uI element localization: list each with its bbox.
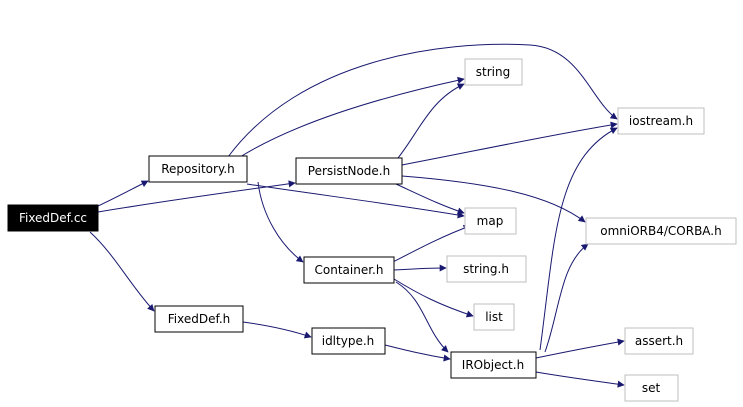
node-label: string.h <box>463 262 509 276</box>
node-label: Repository.h <box>161 162 235 176</box>
node-label: IRObject.h <box>462 358 524 372</box>
edge-container-h-to-list <box>393 278 474 318</box>
edge-fixeddef-h-to-idltype-h <box>242 321 312 339</box>
node-label: Container.h <box>315 263 384 277</box>
node-label: omniORB4/CORBA.h <box>600 224 721 238</box>
edge-repository-h-to-string <box>239 76 465 158</box>
edge-repository-h-to-container-h <box>257 181 304 263</box>
node-irobject-h[interactable]: IRObject.h <box>450 351 537 379</box>
node-omniorb4-corba-h[interactable]: omniORB4/CORBA.h <box>585 217 737 245</box>
node-label: iostream.h <box>629 114 693 128</box>
edge-persistnode-h-to-iostream-h <box>401 121 618 166</box>
node-list[interactable]: list <box>473 303 515 331</box>
node-label: FixedDef.cc <box>19 211 87 225</box>
node-set[interactable]: set <box>624 374 679 402</box>
edge-container-h-to-string-h <box>393 264 447 272</box>
node-map[interactable]: map <box>464 207 517 235</box>
node-label: PersistNode.h <box>308 164 390 178</box>
edge-irobject-h-to-iostream-h <box>539 127 618 351</box>
edge-container-h-to-irobject-h <box>395 281 449 353</box>
node-label: assert.h <box>635 334 683 348</box>
node-iostream-h[interactable]: iostream.h <box>617 107 705 135</box>
edge-idltype-h-to-irobject-h <box>384 344 451 362</box>
node-label: idltype.h <box>322 334 375 348</box>
edge-irobject-h-to-set <box>535 371 625 388</box>
node-assert-h[interactable]: assert.h <box>624 327 694 355</box>
edge-repository-h-to-iostream-h <box>227 43 618 158</box>
node-label: list <box>485 310 503 324</box>
edge-fixeddef-cc-to-repository-h <box>97 180 149 207</box>
node-idltype-h[interactable]: idltype.h <box>311 327 386 355</box>
node-label: set <box>642 381 661 395</box>
edge-persistnode-h-to-omniorb4-corba-h <box>401 175 586 223</box>
edge-irobject-h-to-omniorb4-corba-h <box>544 243 589 353</box>
node-label: string <box>476 65 510 79</box>
node-fixeddef-cc[interactable]: FixedDef.cc <box>7 204 99 232</box>
edge-fixeddef-cc-to-fixeddef-h <box>89 231 155 312</box>
node-string[interactable]: string <box>464 58 523 86</box>
edge-irobject-h-to-assert-h <box>535 338 625 359</box>
node-persistnode-h[interactable]: PersistNode.h <box>295 157 403 185</box>
node-container-h[interactable]: Container.h <box>303 256 395 284</box>
node-label: FixedDef.h <box>168 312 231 326</box>
edge-persistnode-h-to-map <box>395 183 465 215</box>
node-fixeddef-h[interactable]: FixedDef.h <box>154 305 244 333</box>
node-repository-h[interactable]: Repository.h <box>148 155 248 183</box>
edge-container-h-to-map <box>392 224 471 263</box>
node-string-h[interactable]: string.h <box>446 255 527 283</box>
edge-persistnode-h-to-string <box>397 83 465 159</box>
edge-fixeddef-cc-to-persistnode-h <box>97 180 296 213</box>
node-label: map <box>477 214 504 228</box>
edge-repository-h-to-map <box>246 183 465 219</box>
